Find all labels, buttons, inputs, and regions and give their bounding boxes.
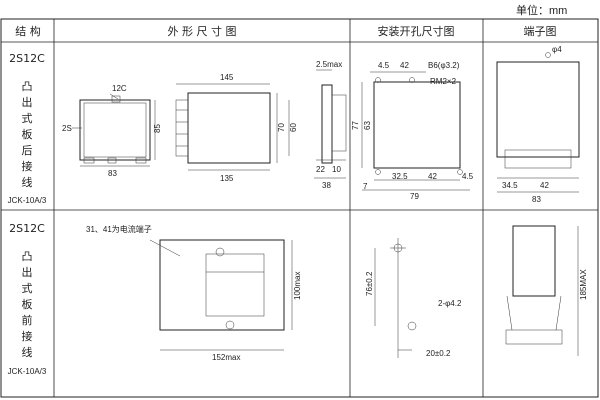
cutout-screw: B6(φ3.2) <box>428 61 460 70</box>
row1-char: 后 <box>22 144 33 157</box>
row2-char: 出 <box>22 265 33 279</box>
front-note: 31、41为电流端子 <box>86 224 152 234</box>
row1-model: 2S12C <box>9 52 45 65</box>
cutout-7: 7 <box>363 182 368 191</box>
row1-char: 凸 <box>22 80 33 93</box>
row1-char: 接 <box>22 160 33 173</box>
dim-12c: 12C <box>112 84 127 93</box>
dim-85: 85 <box>153 124 162 133</box>
front-cutout-20: 20±0.2 <box>426 349 451 358</box>
terminal-42: 42 <box>540 181 549 190</box>
cutout-77: 77 <box>351 121 360 130</box>
rear-terminal-diagram: φ4 34.5 42 83 <box>496 45 580 204</box>
row2-model: 2S12C <box>9 222 45 235</box>
row2-char: 接 <box>22 330 33 343</box>
cutout-42: 42 <box>400 61 409 70</box>
rear-panel-cutout: 4.5 42 B6(φ3.2) RM2×2 77 63 7 32.5 42 4.… <box>351 61 474 201</box>
row2-char: 线 <box>22 345 33 359</box>
front-cutout-76: 76±0.2 <box>365 271 374 296</box>
row1-char: 出 <box>22 95 33 109</box>
row2-structure-label: 2S12C 凸 出 式 板 前 接 线 JCK-10A/3 <box>8 222 47 376</box>
front-panel-cutout: 76±0.2 2-φ4.2 20±0.2 <box>365 238 462 358</box>
dim-60: 60 <box>289 123 298 132</box>
rear-relay-front-view: 145 135 70 60 <box>175 73 298 183</box>
row1-char: 式 <box>22 112 33 125</box>
row2-char: 式 <box>22 282 33 295</box>
dim-2s: 2S <box>62 124 72 133</box>
dim-145: 145 <box>220 73 234 82</box>
cutout-42b: 42 <box>428 172 437 181</box>
row2-char: 前 <box>22 313 33 327</box>
terminal-phi4: φ4 <box>552 45 562 54</box>
front-relay-outline: 31、41为电流端子 152max 100max <box>86 224 302 362</box>
dim-22: 22 <box>316 165 325 174</box>
cutout-rm: RM2×2 <box>430 77 457 86</box>
header-cutout: 安装开孔尺寸图 <box>378 24 455 38</box>
front-100max: 100max <box>293 272 302 300</box>
rear-relay-top-view: 12C 2S 85 83 <box>62 84 162 178</box>
row2-char: 凸 <box>22 250 33 263</box>
front-152max: 152max <box>212 353 240 362</box>
rear-relay-side-view: 2.5max 22 10 38 <box>314 60 347 190</box>
row1-char: 线 <box>22 175 33 189</box>
dim-83: 83 <box>108 169 117 178</box>
header-structure: 结 构 <box>15 24 41 38</box>
dim-2-5max: 2.5max <box>316 60 342 69</box>
dim-70: 70 <box>277 123 286 132</box>
row1-code: JCK-10A/3 <box>8 196 47 205</box>
header-outline: 外 形 尺 寸 图 <box>168 24 237 38</box>
cutout-63: 63 <box>363 121 372 130</box>
terminal-83: 83 <box>532 195 541 204</box>
front-side-185max: 185MAX <box>579 269 588 300</box>
cutout-4-5: 4.5 <box>378 61 390 70</box>
front-relay-side-view: 185MAX <box>505 225 588 356</box>
dim-38: 38 <box>322 181 331 190</box>
row2-char: 板 <box>22 297 33 311</box>
front-cutout-hole: 2-φ4.2 <box>438 299 462 308</box>
dim-10: 10 <box>332 165 341 174</box>
cutout-4-5b: 4.5 <box>462 172 474 181</box>
dim-135: 135 <box>220 174 234 183</box>
header-terminal: 端子图 <box>524 25 557 38</box>
cutout-32-5: 32.5 <box>392 172 408 181</box>
cutout-79: 79 <box>410 192 419 201</box>
row1-structure-label: 2S12C 凸 出 式 板 后 接 线 JCK-10A/3 <box>8 52 47 205</box>
table-grid <box>0 18 599 398</box>
unit-label: 单位：mm <box>516 5 568 17</box>
row2-code: JCK-10A/3 <box>8 367 47 376</box>
row1-char: 板 <box>22 127 33 141</box>
terminal-34-5: 34.5 <box>502 181 518 190</box>
